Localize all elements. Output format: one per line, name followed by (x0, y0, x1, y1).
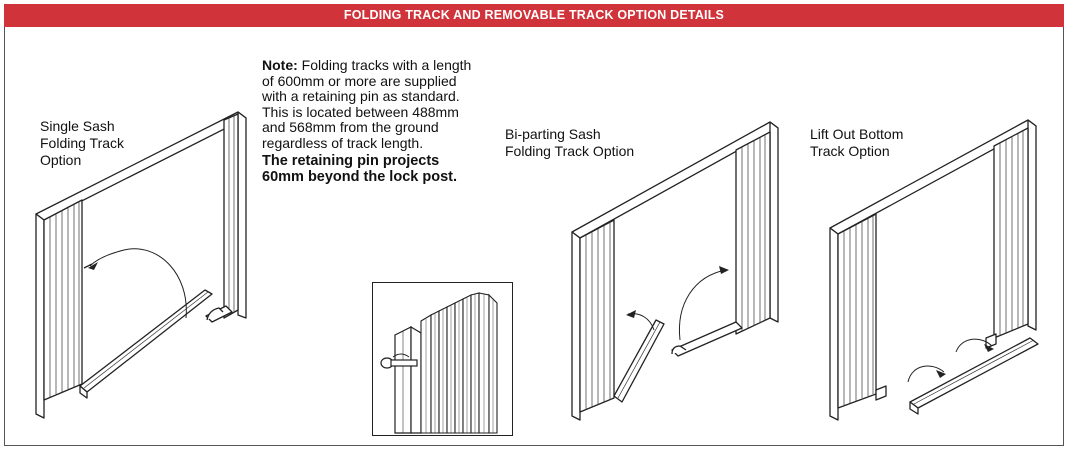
single-sash-diagram (35, 111, 247, 419)
bi-parting-diagram (571, 121, 779, 421)
bi-parting-label-line-1: Bi-parting Sash (505, 126, 601, 142)
single-sash-label-line-3: Option (40, 152, 82, 168)
note-lead: Note: (262, 57, 298, 73)
note-text: Note: Folding tracks with a length of 60… (262, 57, 477, 152)
section-header: FOLDING TRACK AND REMOVABLE TRACK OPTION… (4, 4, 1064, 27)
note-emphasis: The retaining pin projects 60mm beyond t… (262, 152, 457, 186)
single-sash-label-line-2: Folding Track (40, 135, 125, 151)
single-sash-label-line-1: Single Sash (40, 118, 115, 134)
lift-out-diagram (829, 119, 1039, 421)
retaining-pin-icon (380, 292, 498, 434)
note-block: Note: Folding tracks with a length of 60… (262, 57, 477, 186)
retaining-pin-inset (372, 282, 513, 436)
bi-parting-label: Bi-parting Sash Folding Track Option (505, 126, 634, 160)
lift-out-label-line-2: Track Option (810, 143, 890, 159)
lift-out-label: Lift Out Bottom Track Option (810, 126, 903, 160)
note-body: Folding tracks with a length of 600mm or… (262, 57, 472, 151)
bi-parting-label-line-2: Folding Track Option (505, 143, 635, 159)
lift-out-label-line-1: Lift Out Bottom (810, 126, 904, 142)
single-sash-label: Single Sash Folding Track Option (40, 118, 124, 169)
